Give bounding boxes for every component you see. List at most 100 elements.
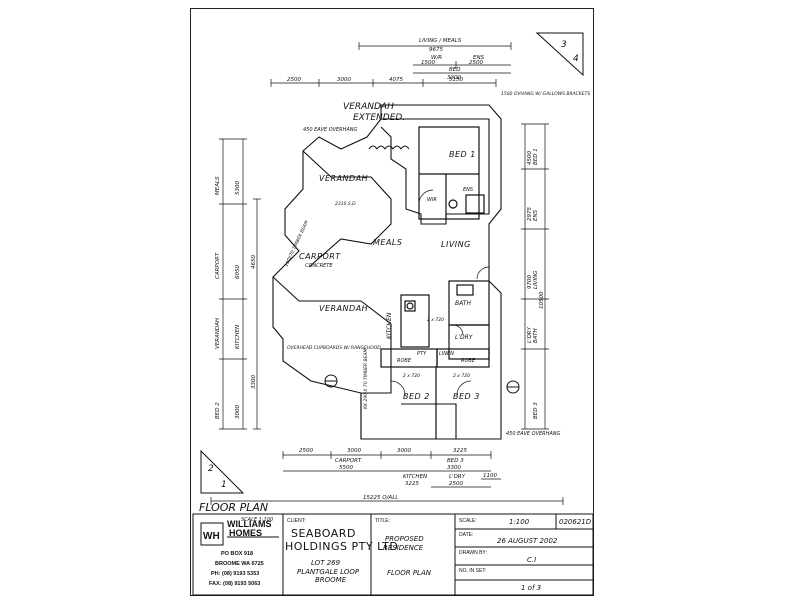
bottom-chain-2: 3000 <box>347 448 361 454</box>
room-carport: CARPORT <box>299 252 341 261</box>
door-swings <box>390 189 490 396</box>
address-line-4: FAX: (08) 9193 5063 <box>209 581 260 587</box>
room-linen: LINEN <box>439 351 454 357</box>
date-label: DATE: <box>459 532 473 538</box>
note-kitchen-beam: KK 290 X 70 TIMBER BEAM <box>363 349 369 409</box>
left-dim-6050: 6050 <box>235 265 241 279</box>
lot-line-3: BROOME <box>315 576 347 584</box>
room-pty: PTY <box>417 351 427 357</box>
sheet-label: NO. IN SET: <box>459 568 486 574</box>
eave-note: 1500 OVHANG W/ GALLOWS BRACKETS <box>501 91 590 97</box>
room-bed2: BED 2 <box>403 392 430 401</box>
client-name-2: HOLDINGS PTY LTD <box>285 540 398 553</box>
sheet-mark-1: 1 <box>221 480 227 490</box>
room-bed3: BED 3 <box>453 392 480 401</box>
left-dimension-labels: MEALS CARPORT VERANDAH BED 2 KITCHEN 530… <box>215 176 257 419</box>
address-line-3: PH: (08) 9193 5353 <box>211 571 259 577</box>
door-size-4: 2 x 720 <box>427 317 444 323</box>
left-dim-carport: CARPORT <box>215 252 221 279</box>
right-dim-ens: ENS <box>533 209 539 221</box>
bottom-ldry: L'DRY <box>449 474 466 480</box>
address-line-1: PO BOX 918 <box>221 551 253 557</box>
dim-ens-value: 2500 <box>469 60 483 66</box>
dim-living-meals-value: 9675 <box>429 47 443 53</box>
client-label: CLIENT: <box>287 518 306 524</box>
right-dim-4500: 4500 <box>527 151 533 165</box>
scale-value: 1:100 <box>509 518 530 526</box>
door-size-3: 2 x 720 <box>453 373 470 379</box>
room-carport-sub: CONCRETE <box>305 263 333 269</box>
right-dim-10500: 10500 <box>539 291 545 309</box>
dim-ens: ENS <box>473 55 485 61</box>
bottom-overall: 15225 O/ALL <box>363 495 398 501</box>
room-robe-2: ROBE <box>461 358 476 364</box>
right-dim-bath: BATH <box>533 328 539 343</box>
sheet-mark-triangle-bottom <box>200 449 245 494</box>
bottom-dimension-lines <box>210 451 564 505</box>
left-dim-5300: 5300 <box>235 181 241 195</box>
door-size-2: 2 x 720 <box>403 373 420 379</box>
drawn-label: DRAWN BY: <box>459 550 487 556</box>
room-bath: BATH <box>455 300 471 307</box>
bottom-carport: CARPORT <box>335 458 362 464</box>
left-dim-verandah: VERANDAH <box>215 318 221 349</box>
dim-chain-1: 2500 <box>287 77 301 83</box>
right-dim-bed3: BED 3 <box>533 402 539 419</box>
bottom-chain-4: 3225 <box>453 448 467 454</box>
note-cupboards: OVERHEAD CUPBOARDS W/ RANGEHOOD <box>287 345 381 351</box>
door-size-1: 2310 S.D <box>335 201 356 207</box>
room-wir: WIR <box>427 197 437 203</box>
section-markers <box>324 374 520 394</box>
left-dimension-lines <box>219 138 261 430</box>
left-dim-bed2: BED 2 <box>215 402 221 419</box>
dim-wir-value: 1500 <box>421 60 435 66</box>
room-bed1: BED 1 <box>449 150 476 159</box>
right-dimension-labels: BED 1 ENS LIVING BATH L'DRY BED 3 4500 2… <box>527 148 545 419</box>
dim-chain-3: 4075 <box>389 77 403 83</box>
bottom-side-value: 1100 <box>483 473 497 479</box>
dim-bed: BED <box>449 67 460 73</box>
bottom-carport-value: 5500 <box>339 465 353 471</box>
right-dim-ldry: L'DRY <box>527 326 533 343</box>
title-line-3: FLOOR PLAN <box>387 569 432 577</box>
left-dim-3000: 3000 <box>235 405 241 419</box>
room-ens: ENS <box>463 187 474 193</box>
sheet-mark-2: 2 <box>208 464 214 474</box>
note-verandah-extended-1: VERANDAH <box>343 102 394 112</box>
right-dim-bed1: BED 1 <box>533 148 539 165</box>
brand-line-1: WILLIAMS <box>227 519 272 529</box>
note-eave-450: 450 EAVE OVERHANG <box>303 127 358 133</box>
verandah-extended-cloud <box>368 145 410 150</box>
right-dim-2975: 2975 <box>527 207 533 221</box>
bottom-chain-3: 3000 <box>397 448 411 454</box>
note-eave-450-bottom: 450 EAVE OVERHANG <box>506 431 561 437</box>
bottom-bed3: BED 3 <box>447 458 464 464</box>
left-dim-4650: 4650 <box>251 255 257 269</box>
dim-chain-4: 5150 <box>449 77 463 83</box>
right-dim-living: LIVING <box>533 271 539 289</box>
floor-plan-scale: SCALE 1:100 <box>241 517 273 523</box>
room-meals: MEALS <box>373 238 402 247</box>
lot-line-1: LOT 269 <box>311 559 341 567</box>
room-kitchen: KITCHEN <box>386 312 393 339</box>
sheet-value: 1 of 3 <box>521 584 541 592</box>
title-block-frame <box>192 513 594 596</box>
scale-label: SCALE: <box>459 518 477 524</box>
top-dimension-lines <box>270 42 512 87</box>
bottom-chain-1: 2500 <box>299 448 313 454</box>
title-label: TITLE: <box>375 518 390 524</box>
brand-line-2: HOMES <box>229 528 262 538</box>
note-verandah-extended-2: EXTENDED. <box>353 113 405 123</box>
sheet-mark-3: 3 <box>561 40 567 50</box>
dim-living-meals: LIVING / MEALS <box>419 38 462 44</box>
date-value: 26 AUGUST 2002 <box>497 537 558 545</box>
bottom-ldry-value: 2500 <box>449 481 463 487</box>
dim-wir: W/R <box>431 55 442 61</box>
room-living: LIVING <box>441 240 471 249</box>
title-line-2: RESIDENCE <box>383 544 424 552</box>
room-ldry: L'DRY <box>455 334 474 341</box>
room-verandah-2: VERANDAH <box>319 304 368 313</box>
client-name-1: SEABOARD <box>291 527 356 540</box>
bottom-kitchen: KITCHEN <box>403 474 427 480</box>
title-line-1: PROPOSED <box>385 535 424 543</box>
